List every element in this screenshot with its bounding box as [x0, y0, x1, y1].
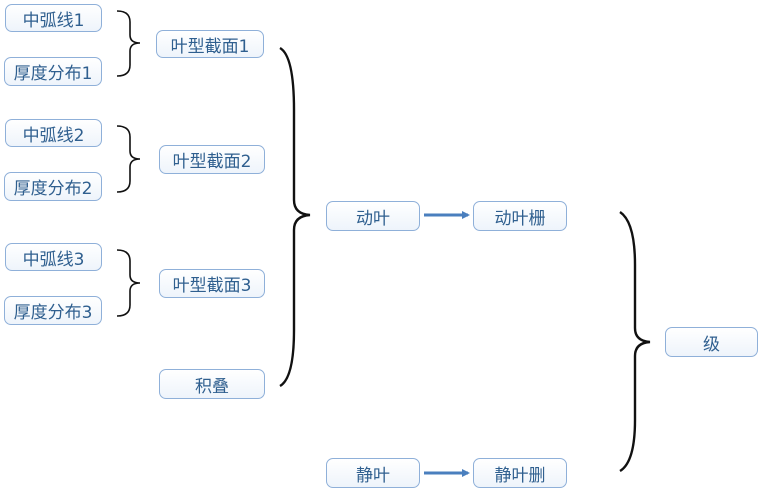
- node-stacking: 积叠: [159, 369, 265, 399]
- brace-group-3: [116, 249, 141, 317]
- node-stator-blade: 静叶: [326, 458, 420, 488]
- node-thickness-distribution-2: 厚度分布2: [4, 172, 102, 201]
- node-camber-line-2: 中弧线2: [5, 119, 102, 147]
- node-blade-section-2: 叶型截面2: [159, 145, 265, 174]
- node-thickness-distribution-1: 厚度分布1: [4, 57, 102, 86]
- node-thickness-distribution-3: 厚度分布3: [4, 296, 102, 325]
- node-rotor-blade: 动叶: [326, 201, 420, 231]
- brace-group-2: [116, 125, 141, 193]
- brace-stacking: [279, 46, 311, 388]
- node-blade-section-3: 叶型截面3: [159, 269, 265, 298]
- brace-group-1: [116, 10, 141, 77]
- node-rotor-cascade: 动叶栅: [473, 201, 567, 231]
- node-camber-line-3: 中弧线3: [5, 243, 102, 271]
- node-blade-section-1: 叶型截面1: [156, 30, 264, 58]
- brace-stage: [619, 211, 651, 473]
- node-camber-line-1: 中弧线1: [5, 4, 102, 32]
- node-stage: 级: [665, 327, 758, 357]
- node-stator-cascade: 静叶删: [473, 458, 567, 488]
